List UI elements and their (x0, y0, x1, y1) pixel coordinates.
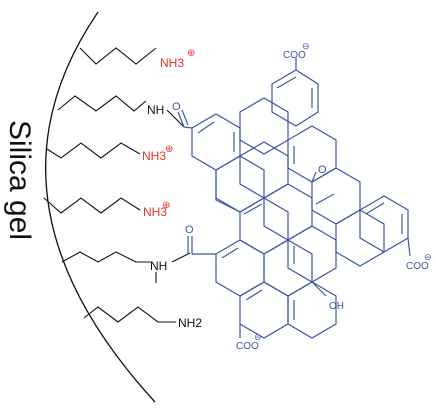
amine-label: NH2 (178, 316, 202, 330)
hydroxyl-label: OH (329, 301, 344, 312)
graphene-oxide-sheet (177, 58, 411, 339)
amide-oxygen-bottom-label: O (185, 224, 194, 236)
carboxylate-bottom-label: COO (236, 341, 259, 352)
carboxylate-top-label: COO (283, 50, 306, 61)
linker-amide-1: NH (57, 95, 185, 128)
carboxylate-top-charge: ⊖ (302, 41, 310, 51)
ammonium-label: NH3 (160, 56, 184, 70)
ammonium-charge: ⊕ (162, 200, 170, 211)
linker-amide-2: NH (61, 251, 191, 283)
linker-ammonium-3: NH3 ⊕ (43, 197, 170, 219)
ammonium-label: NH3 (143, 205, 167, 219)
amide-oxygen-top-label: O (172, 101, 181, 113)
linker-ammonium-2: NH3 ⊕ (46, 142, 173, 163)
ammonium-label: NH3 (142, 149, 166, 163)
silica-surface-arc (45, 11, 156, 403)
carboxylate-right-label: COO (406, 261, 429, 272)
amide-nh-label: NH (150, 259, 167, 273)
carboxylate-right-charge: ⊖ (424, 252, 432, 262)
ammonium-charge: ⊕ (187, 48, 195, 59)
carboxylate-bottom-charge: ⊖ (254, 332, 262, 342)
ketone-label: O (318, 164, 327, 176)
ammonium-charge: ⊕ (165, 144, 173, 155)
silica-gel-label: Silica gel (3, 120, 36, 240)
amide-nh-label: NH (147, 103, 164, 117)
linker-ammonium-1: NH3 ⊕ (79, 47, 195, 70)
linker-amine: NH2 (83, 306, 202, 330)
